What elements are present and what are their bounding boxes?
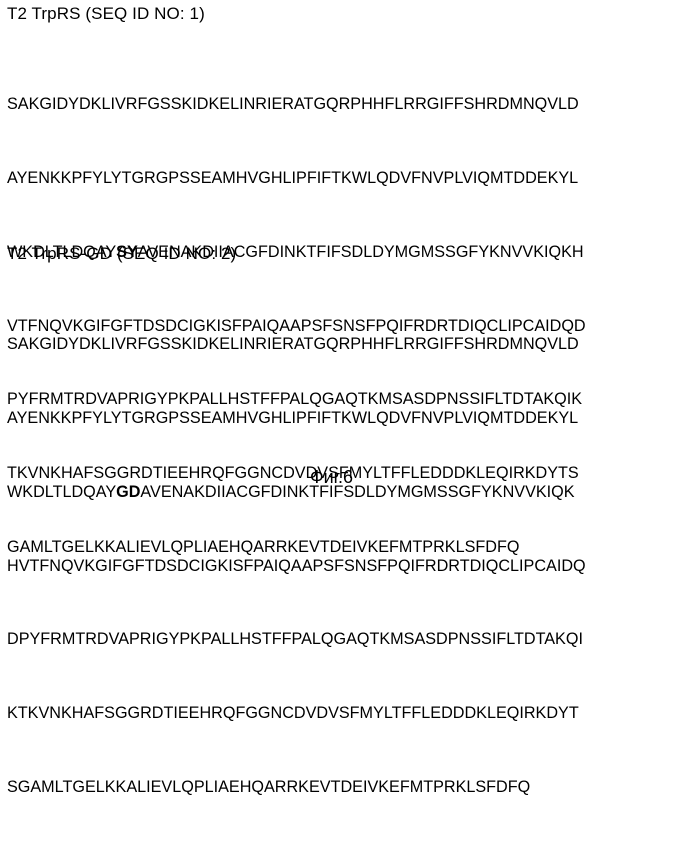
sequence-line: HVTFNQVKGIFGFTDSDCIGKISFPAIQAAPSFSNSFPQI…: [7, 554, 586, 579]
sequence-line: DPYFRMTRDVAPRIGYPKPALLHSTFFPALQGAQTKMSAS…: [7, 627, 586, 652]
sequence-text: DPYFRMTRDVAPRIGYPKPALLHSTFFPALQGAQTKMSAS…: [7, 630, 583, 648]
sequence-line: SAKGIDYDKLIVRFGSSKIDKELINRIERATGQRPHHFLR…: [7, 92, 586, 117]
figure-caption-container: Фиг.6: [0, 466, 699, 488]
sequence-line: SAKGIDYDKLIVRFGSSKIDKELINRIERATGQRPHHFLR…: [7, 332, 586, 357]
sequence-text: HVTFNQVKGIFGFTDSDCIGKISFPAIQAAPSFSNSFPQI…: [7, 557, 586, 575]
sequence-2-block: SAKGIDYDKLIVRFGSSKIDKELINRIERATGQRPHHFLR…: [7, 283, 586, 849]
sequence-line: SGAMLTGELKKALIEVLQPLIAEHQARRKEVTDEIVKEFM…: [7, 775, 586, 800]
sequence-text: AYENKKPFYLYTGRGPSSEAMHVGHLIPFIFTKWLQDVFN…: [7, 169, 578, 187]
sequence-text: KTKVNKHAFSGGRDTIEEHRQFGGNCDVDVSFMYLTFFLE…: [7, 704, 579, 722]
sequence-line: AYENKKPFYLYTGRGPSSEAMHVGHLIPFIFTKWLQDVFN…: [7, 166, 586, 191]
sequence-text: SGAMLTGELKKALIEVLQPLIAEHQARRKEVTDEIVKEFM…: [7, 778, 530, 796]
sequence-2-heading: T2 TrpRS-GD (SEQ ID NO: 2): [7, 244, 236, 264]
sequence-1-heading: T2 TrpRS (SEQ ID NO: 1): [7, 4, 205, 24]
figure-caption: Фиг.6: [310, 467, 353, 487]
sequence-text: SAKGIDYDKLIVRFGSSKIDKELINRIERATGQRPHHFLR…: [7, 335, 579, 353]
sequence-line: KTKVNKHAFSGGRDTIEEHRQFGGNCDVDVSFMYLTFFLE…: [7, 701, 586, 726]
sequence-text: SAKGIDYDKLIVRFGSSKIDKELINRIERATGQRPHHFLR…: [7, 95, 579, 113]
sequence-text: AYENKKPFYLYTGRGPSSEAMHVGHLIPFIFTKWLQDVFN…: [7, 409, 578, 427]
sequence-line: AYENKKPFYLYTGRGPSSEAMHVGHLIPFIFTKWLQDVFN…: [7, 406, 586, 431]
patent-page: T2 TrpRS (SEQ ID NO: 1) SAKGIDYDKLIVRFGS…: [0, 0, 699, 496]
